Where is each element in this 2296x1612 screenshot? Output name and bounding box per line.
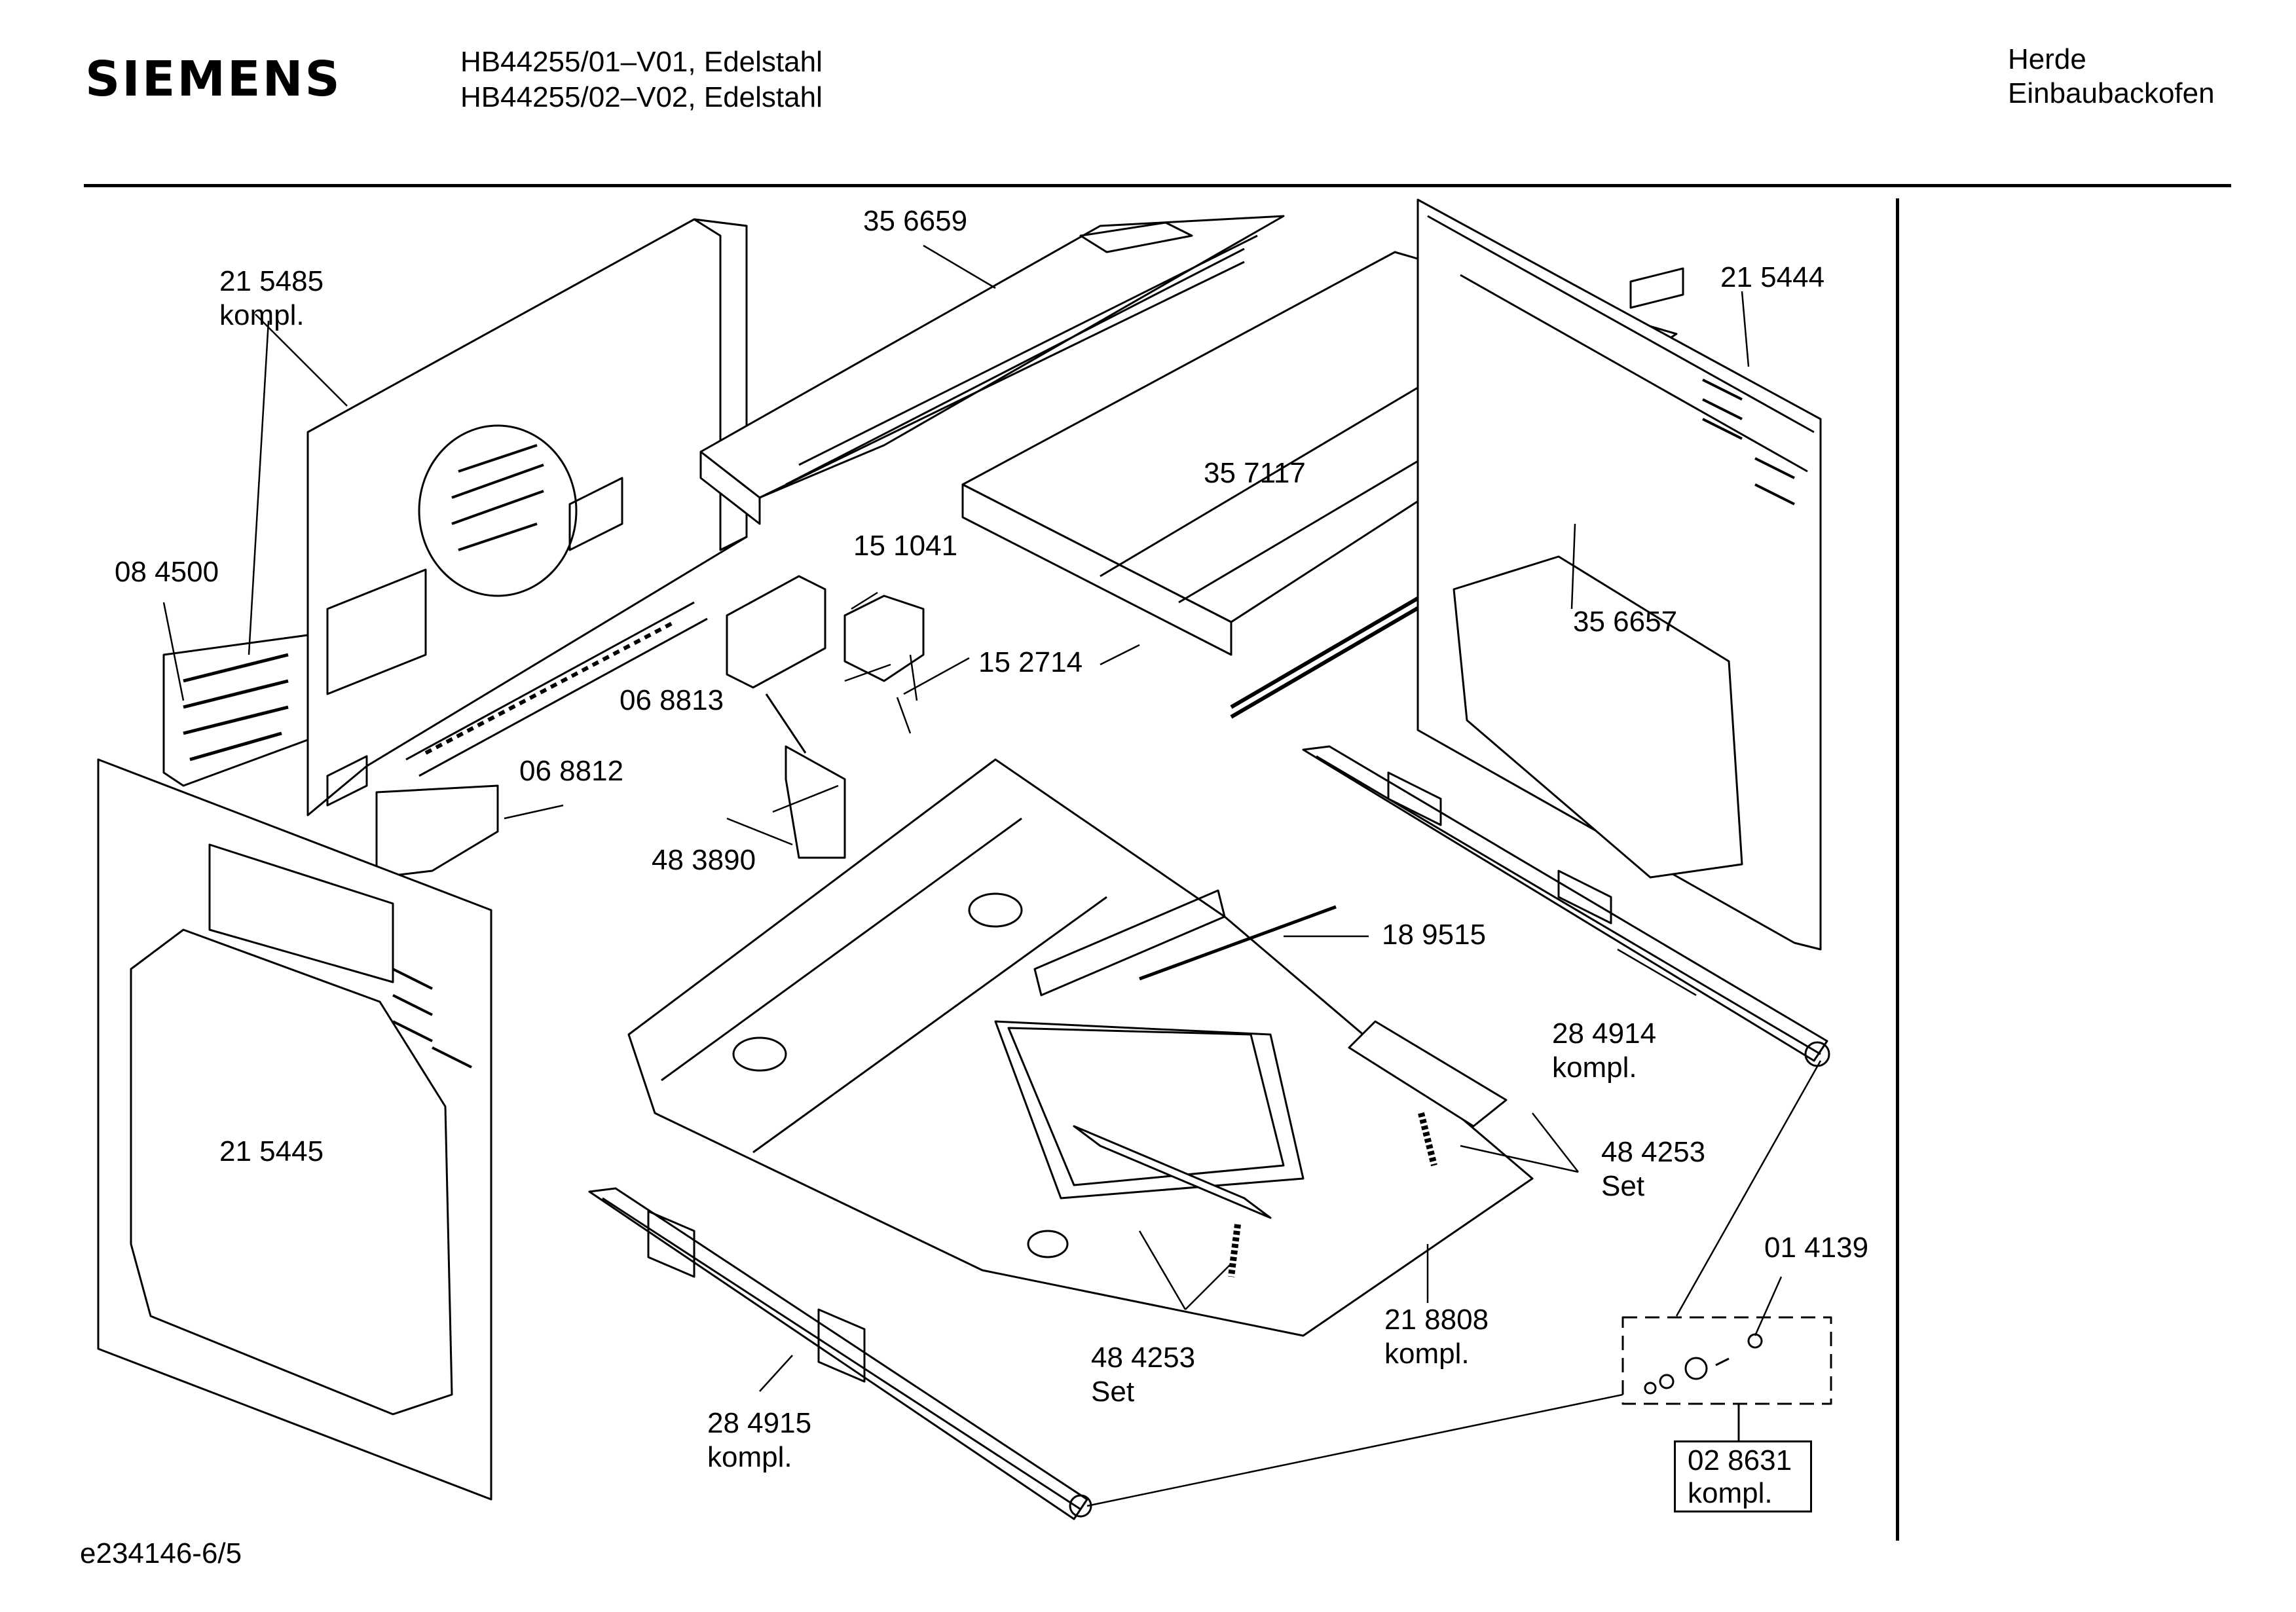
brackets bbox=[162, 575, 925, 879]
label-084500: 08 4500 bbox=[115, 556, 219, 588]
fastener-group bbox=[1621, 1316, 1832, 1440]
header-divider bbox=[84, 184, 2231, 187]
label-028631-sub: kompl. bbox=[1688, 1477, 1773, 1509]
leader-lines bbox=[162, 244, 1822, 1507]
model-line-2: HB44255/02–V02, Edelstahl bbox=[460, 81, 823, 113]
side-divider bbox=[1896, 198, 1899, 1541]
label-215485: 21 5485 bbox=[219, 265, 324, 297]
front-frame-215445 bbox=[97, 758, 492, 1501]
label-218808: 21 8808 bbox=[1384, 1304, 1489, 1336]
label-028631: 02 8631 bbox=[1688, 1444, 1792, 1476]
label-box-028631: 02 8631 kompl. bbox=[1674, 1440, 1812, 1512]
label-356657: 35 6657 bbox=[1573, 606, 1678, 638]
label-356659: 35 6659 bbox=[863, 205, 968, 237]
bottom-tray bbox=[627, 758, 1534, 1337]
label-215445: 21 5445 bbox=[219, 1135, 324, 1167]
label-484253-lower-sub: Set bbox=[1091, 1376, 1135, 1408]
rail-284914 bbox=[1302, 745, 1830, 1067]
label-357117: 35 7117 bbox=[1204, 457, 1306, 489]
brand-logo: SIEMENS bbox=[85, 51, 342, 107]
label-215444: 21 5444 bbox=[1720, 261, 1825, 293]
label-284914: 28 4914 bbox=[1552, 1017, 1657, 1050]
model-line-1: HB44255/01–V01, Edelstahl bbox=[460, 46, 823, 78]
label-284915-sub: kompl. bbox=[707, 1441, 792, 1473]
label-483890: 48 3890 bbox=[652, 844, 756, 876]
duct-356659 bbox=[699, 215, 1285, 525]
label-484253-upper: 48 4253 bbox=[1601, 1136, 1706, 1168]
drawing-code: e234146-6/5 bbox=[80, 1537, 242, 1569]
category-line-1: Herde bbox=[2008, 43, 2086, 75]
label-284914-sub: kompl. bbox=[1552, 1052, 1637, 1084]
label-189515: 18 9515 bbox=[1382, 919, 1487, 951]
label-218808-sub: kompl. bbox=[1384, 1338, 1470, 1370]
back-panel-215485 bbox=[306, 218, 748, 816]
label-068812: 06 8812 bbox=[519, 755, 624, 787]
label-484253-lower: 48 4253 bbox=[1091, 1342, 1196, 1374]
label-068813: 06 8813 bbox=[620, 684, 724, 716]
category-line-2: Einbaubackofen bbox=[2008, 77, 2215, 109]
label-215485-sub: kompl. bbox=[219, 299, 305, 331]
label-284915: 28 4915 bbox=[707, 1407, 812, 1439]
label-484253-upper-sub: Set bbox=[1601, 1170, 1645, 1202]
label-014139: 01 4139 bbox=[1764, 1232, 1869, 1264]
side-panel-215444 bbox=[1416, 198, 1822, 951]
label-151041: 15 1041 bbox=[853, 530, 958, 562]
label-152714: 15 2714 bbox=[978, 646, 1083, 678]
rail-284915 bbox=[588, 1187, 1092, 1520]
